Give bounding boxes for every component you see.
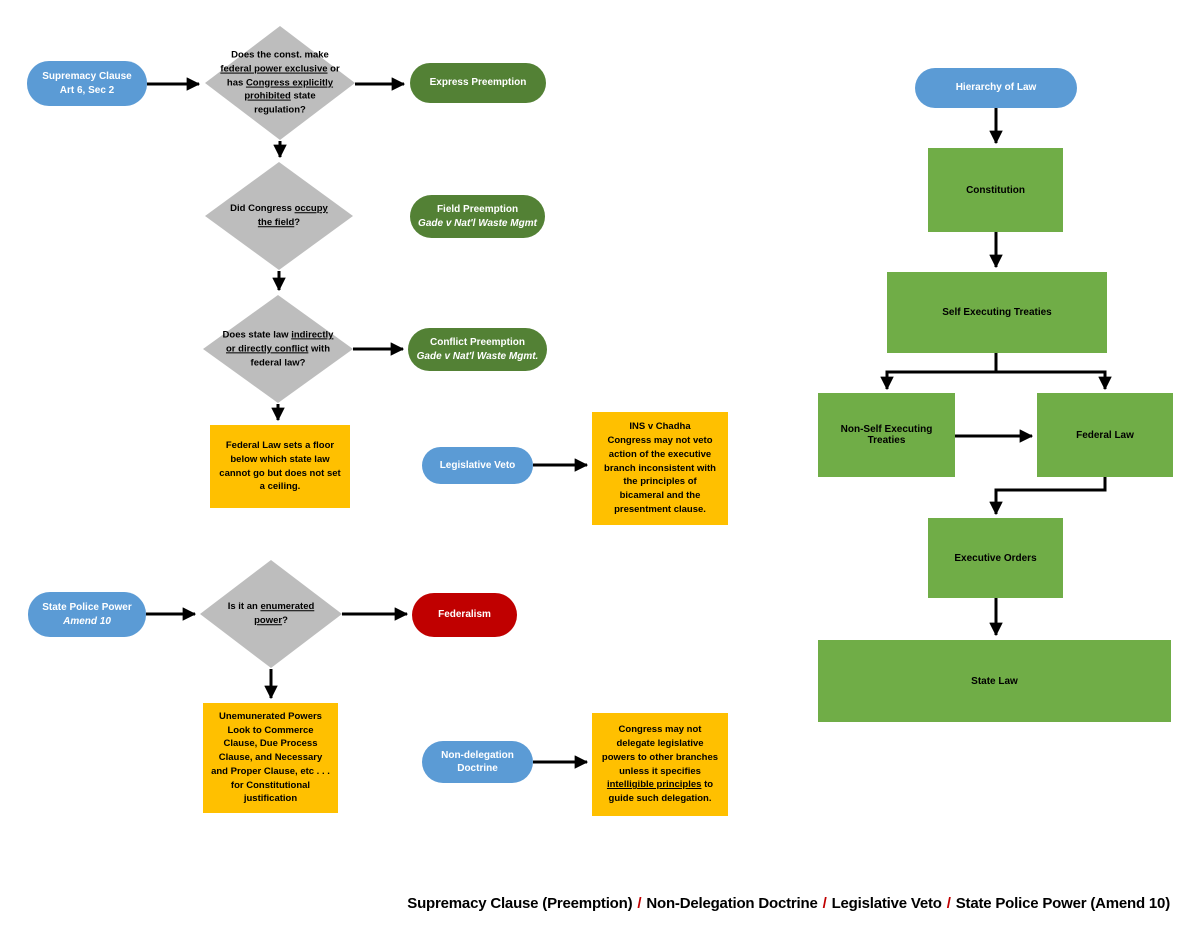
legislative-veto-node: Legislative Veto — [422, 447, 533, 484]
decision-question: Does state law indirectly or directly co… — [219, 328, 337, 369]
box-label: Constitution — [966, 184, 1025, 196]
conflict-preemption-node: Conflict Preemption Gade v Nat'l Waste M… — [408, 328, 547, 371]
note-underlined: intelligible principles — [606, 779, 702, 791]
box-label: Executive Orders — [954, 552, 1037, 564]
note-text-part: Congress may not delegate legislative po… — [601, 724, 719, 777]
state-police-power-node: State Police Power Amend 10 — [28, 592, 146, 637]
state-law-box: State Law — [818, 640, 1171, 722]
decision-question: Is it an enumerated power? — [216, 600, 326, 628]
question-text: or has — [226, 63, 340, 89]
decision-question: Does the const. make federal power exclu… — [220, 49, 340, 118]
decision-occupy-field: Did Congress occupy the field? — [205, 162, 353, 270]
node-sublabel: Amend 10 — [63, 615, 111, 627]
question-text: Is it an — [227, 601, 261, 613]
node-label: Federalism — [438, 609, 491, 621]
decision-question: Did Congress occupy the field? — [227, 202, 332, 230]
title-segment: State Police Power (Amend 10) — [955, 895, 1170, 912]
title-separator: / — [637, 895, 642, 912]
question-underlined: occupy the field — [257, 203, 328, 228]
decision-conflict: Does state law indirectly or directly co… — [203, 295, 353, 403]
node-label: Conflict Preemption — [429, 337, 525, 348]
node-label: Hierarchy of Law — [955, 82, 1037, 94]
diagram-title: Supremacy Clause (Preemption)/Non-Delega… — [407, 895, 1170, 912]
node-label: Supremacy Clause — [42, 71, 132, 82]
question-text: Did Congress — [230, 203, 295, 215]
box-label: Federal Law — [1076, 429, 1134, 441]
case-citation: Gade v Nat'l Waste Mgmt. — [416, 350, 539, 362]
question-text: ? — [294, 217, 301, 228]
constitution-box: Constitution — [928, 148, 1063, 232]
case-citation: Gade v Nat'l Waste Mgmt — [418, 217, 537, 229]
floor-ceiling-note: Federal Law sets a floor below which sta… — [210, 425, 350, 508]
federal-law-box: Federal Law — [1037, 393, 1173, 477]
field-preemption-node: Field Preemption Gade v Nat'l Waste Mgmt — [410, 195, 545, 238]
question-underlined: Congress explicitly prohibited — [244, 77, 334, 102]
express-preemption-node: Express Preemption — [410, 63, 546, 103]
box-label: State Law — [971, 675, 1018, 687]
title-segment: Non-Delegation Doctrine — [646, 895, 818, 912]
unenumerated-powers-note: Unemunerated Powers Look to Commerce Cla… — [203, 703, 338, 813]
question-underlined: enumerated power — [254, 601, 315, 626]
note-text: Look to Commerce Clause, Due Process Cla… — [211, 724, 330, 805]
note-text: Federal Law sets a floor below which sta… — [219, 439, 341, 493]
note-text-part: to guide such delegation. — [608, 779, 714, 805]
box-label: Non-Self Executing Treaties — [840, 424, 933, 446]
question-text: Does the const. make — [231, 49, 329, 61]
decision-exclusive-power: Does the const. make federal power exclu… — [205, 26, 355, 140]
case-title: INS v Chadha — [629, 421, 691, 433]
node-label: Non-delegation — [441, 749, 514, 761]
note-text: Congress may not veto action of the exec… — [604, 435, 716, 515]
question-text: Does state law — [222, 329, 292, 341]
supremacy-clause-node: Supremacy Clause Art 6, Sec 2 — [27, 61, 147, 106]
non-delegation-node: Non-delegation Doctrine — [422, 741, 533, 783]
self-executing-treaties-box: Self Executing Treaties — [887, 272, 1107, 353]
note-title: Unemunerated Powers — [219, 710, 322, 722]
node-label: Express Preemption — [429, 77, 527, 89]
note-text: Congress may not delegate legislative po… — [600, 723, 720, 806]
question-text: ? — [282, 615, 288, 626]
decision-enumerated-power: Is it an enumerated power? — [200, 560, 342, 668]
title-segment: Supremacy Clause (Preemption) — [407, 895, 633, 912]
non-self-executing-treaties-box: Non-Self Executing Treaties — [818, 393, 955, 477]
box-label: Self Executing Treaties — [942, 307, 1052, 318]
question-underlined: federal power exclusive — [220, 63, 328, 75]
hierarchy-of-law-node: Hierarchy of Law — [915, 68, 1077, 108]
federalism-node: Federalism — [412, 593, 517, 637]
question-text: with federal law? — [250, 343, 330, 368]
title-segment: Legislative Veto — [831, 895, 942, 912]
question-text: state regulation? — [254, 90, 316, 116]
title-separator: / — [946, 895, 951, 912]
non-delegation-note: Congress may not delegate legislative po… — [592, 713, 728, 816]
node-label: Legislative Veto — [439, 459, 516, 471]
node-sublabel: Art 6, Sec 2 — [59, 84, 115, 96]
node-label: State Police Power — [42, 602, 132, 613]
ins-v-chadha-note: INS v Chadha Congress may not veto actio… — [592, 412, 728, 525]
node-label2: Doctrine — [457, 763, 498, 774]
title-separator: / — [822, 895, 827, 912]
question-underlined: indirectly or directly conflict — [226, 329, 334, 355]
executive-orders-box: Executive Orders — [928, 518, 1063, 598]
node-label: Field Preemption — [436, 204, 519, 215]
